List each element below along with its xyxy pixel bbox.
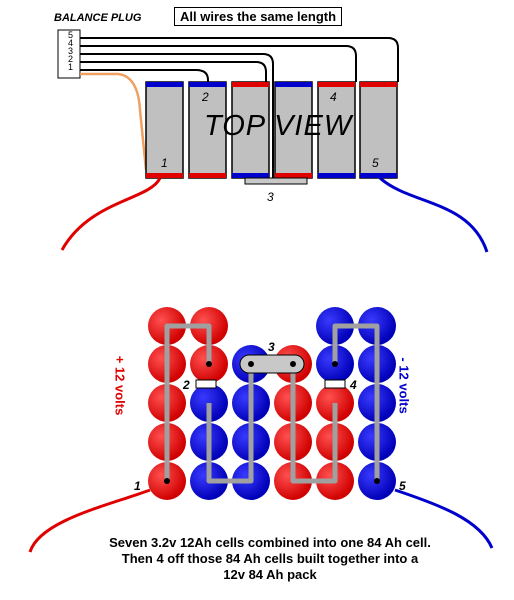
- wire-1: [80, 69, 209, 82]
- caption-line-2: Then 4 off those 84 Ah cells built toget…: [121, 551, 419, 566]
- plate-4: [324, 379, 346, 389]
- wire-2: [80, 61, 267, 82]
- cell-1: [145, 81, 184, 179]
- link-group-4: [332, 323, 380, 481]
- cell-number-1: 1: [161, 156, 168, 170]
- bus-bar-3-top: [244, 177, 308, 185]
- cells-top: [145, 81, 398, 179]
- cell-number-4: 4: [330, 90, 337, 104]
- link-group-3: [290, 364, 338, 484]
- bus-bar-3-bottom: [239, 354, 305, 374]
- negative-lead-bottom: [394, 488, 494, 549]
- pin-5: 5: [68, 30, 74, 40]
- tap-label-1: 1: [134, 479, 141, 493]
- cell-4: [317, 81, 356, 179]
- balance-plug-label: BALANCE PLUG: [54, 12, 142, 24]
- cell-2: [188, 81, 227, 179]
- positive-lead-bottom: [28, 488, 151, 553]
- cell-number-5: 5: [372, 156, 379, 170]
- pin-2: 2: [68, 54, 74, 64]
- pin-1: 1: [68, 62, 74, 72]
- top-view-label: TOP VIEW: [204, 110, 353, 142]
- tap-label-2: 2: [183, 378, 190, 392]
- tap-points: [164, 361, 380, 484]
- caption-line-3: 12v 84 Ah pack: [223, 567, 317, 582]
- wire-1-orange: [80, 72, 148, 171]
- cell-3a: [231, 81, 270, 179]
- pin-3: 3: [68, 46, 74, 56]
- link-group-1: [164, 323, 212, 481]
- caption-line-1: Seven 3.2v 12Ah cells combined into one …: [109, 535, 431, 550]
- cells-bottom: [148, 307, 396, 500]
- balance-wires: [80, 37, 399, 180]
- cell-number-2: 2: [202, 90, 209, 104]
- cell-links: [164, 323, 380, 484]
- cell-5: [359, 81, 398, 179]
- positive-lead-top: [60, 177, 162, 251]
- cell-number-3: 3: [267, 190, 274, 204]
- tap-label-5: 5: [399, 479, 406, 493]
- tap-label-4: 4: [350, 378, 357, 392]
- cell-3b: [274, 81, 313, 179]
- negative-lead-top: [378, 176, 489, 253]
- link-group-2: [206, 364, 254, 484]
- caption: Seven 3.2v 12Ah cells combined into one …: [60, 535, 480, 583]
- wire-3: [80, 53, 274, 180]
- tap-label-3: 3: [268, 340, 275, 354]
- plate-2: [195, 379, 217, 389]
- plug-pin-labels: 5 4 3 2 1: [68, 30, 78, 72]
- negative-voltage-label: - 12 volts: [396, 357, 412, 414]
- wire-4: [80, 45, 357, 82]
- positive-voltage-label: + 12 volts: [112, 355, 128, 416]
- pin-4: 4: [68, 38, 74, 48]
- wires-note: All wires the same length: [174, 7, 343, 26]
- wire-5: [80, 37, 399, 82]
